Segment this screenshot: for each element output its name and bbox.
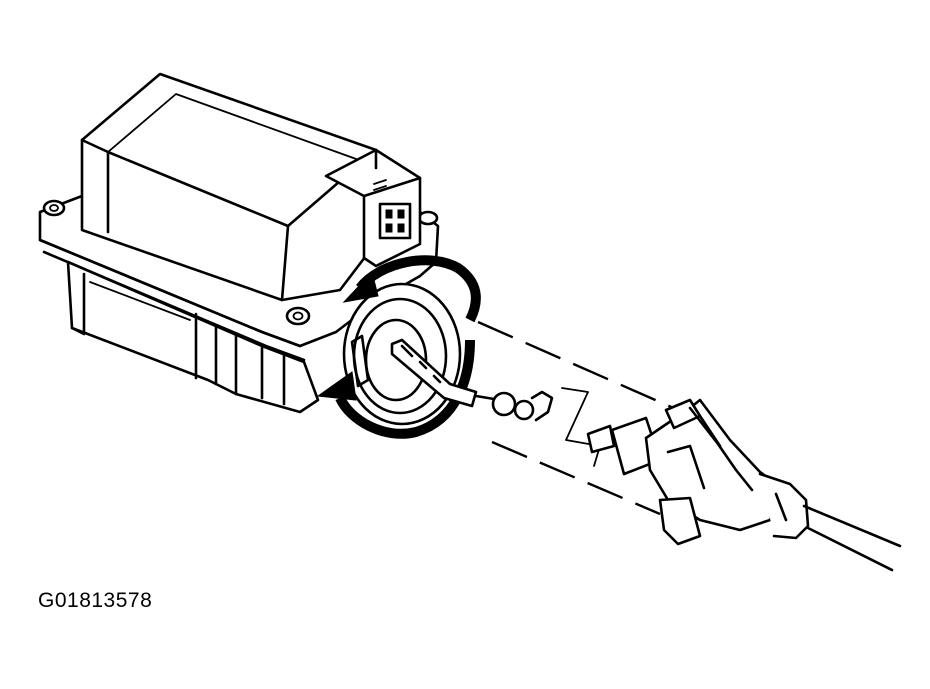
alignment-guide-lines [477,320,679,516]
cable-connector-plug [586,398,810,546]
actuator-cover [80,72,380,302]
figure-id-label: G01813578 [38,589,153,612]
rotation-arrow-upper [342,255,481,323]
control-cable [802,504,902,572]
rotation-arrow-lower [316,339,475,439]
cover-electrical-connector [324,148,422,268]
cable-end-fitting [390,338,554,422]
